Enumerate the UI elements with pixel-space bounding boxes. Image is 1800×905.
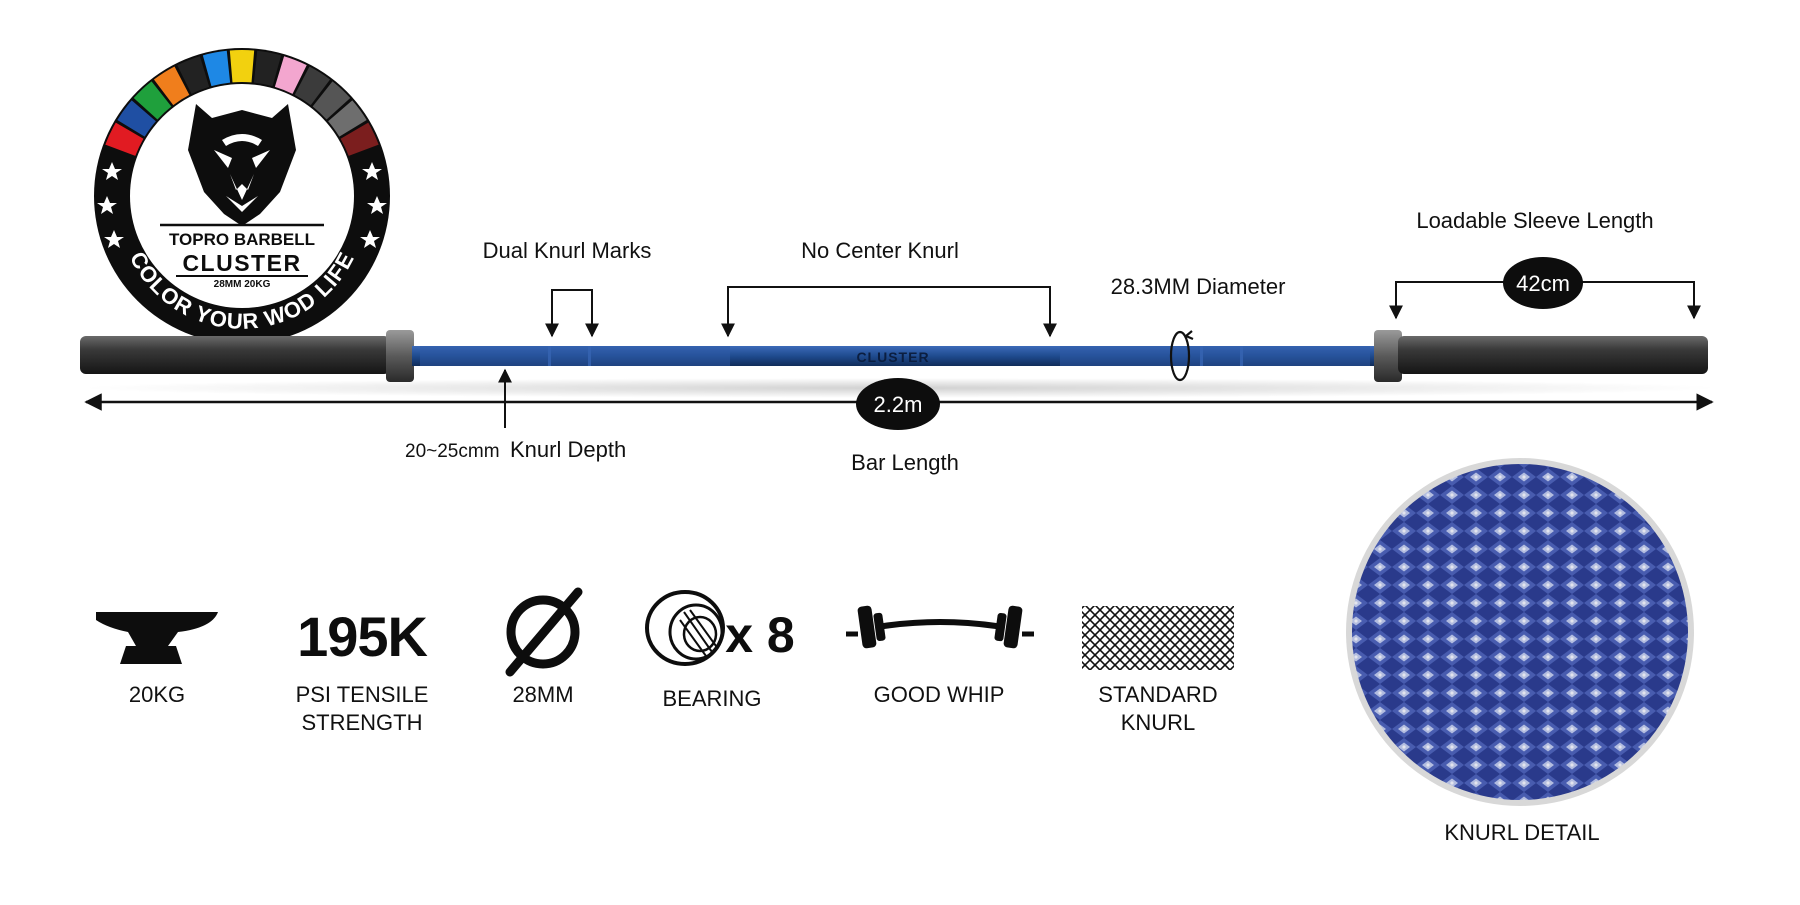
knurl-depth-value: 20~25cmm (405, 441, 500, 462)
badge-color-segment (202, 50, 231, 87)
star-icon (367, 196, 387, 214)
badge-color-segment (133, 81, 172, 120)
diameter-caption: 28MM (512, 682, 573, 707)
spec-diameter: 28MM (505, 587, 583, 707)
badge-stars (97, 162, 387, 248)
dual-knurl-annotation: Dual Knurl Marks (483, 238, 652, 338)
bar-length-label: Bar Length (851, 450, 959, 475)
bar-length-value: 2.2m (874, 392, 923, 417)
shaft-knurl-zones (420, 346, 1370, 366)
anvil-icon (96, 612, 218, 664)
badge-color-segment (274, 56, 307, 94)
badge-model: CLUSTER (182, 250, 301, 276)
barbell-whip-icon (846, 605, 1034, 649)
diameter-label: 28.3MM Diameter (1111, 274, 1286, 299)
badge-color-segments (105, 50, 379, 156)
spec-bearing: x 8 BEARING (645, 590, 795, 711)
bearing-icon (645, 590, 725, 666)
badge-spec: 28MM 20KG (214, 279, 271, 290)
no-center-knurl-label: No Center Knurl (801, 238, 959, 263)
badge-color-segment (105, 122, 144, 156)
rotation-arrow-icon (1169, 330, 1191, 382)
badge-color-segment (294, 66, 331, 106)
sleeve-length-pill (1503, 257, 1583, 309)
whip-caption: GOOD WHIP (874, 682, 1005, 707)
bearing-caption: BEARING (662, 686, 761, 711)
spec-whip: GOOD WHIP (846, 605, 1034, 707)
diameter-icon (505, 587, 583, 677)
shaft-logo: CLUSTER (856, 349, 929, 365)
bearing-multiplier: x 8 (725, 607, 795, 663)
lion-head-icon (188, 104, 296, 226)
star-icon (104, 230, 124, 248)
badge-color-segment (253, 50, 282, 87)
barbell: CLUSTER (80, 330, 1720, 398)
badge-color-segment (177, 56, 210, 94)
bar-length-annotation: 2.2m Bar Length (84, 378, 1714, 475)
badge-color-segment (117, 100, 156, 137)
knurl-caption-line1: STANDARD (1098, 682, 1217, 707)
diameter-annotation: 28.3MM Diameter (1111, 274, 1286, 382)
brand-badge: TOPRO BARBELL CLUSTER 28MM 20KG COLOR YO… (94, 48, 390, 344)
star-icon (362, 162, 382, 180)
sleeve-length-value: 42cm (1516, 271, 1570, 296)
knurl-pattern-icon (1082, 606, 1234, 670)
right-sleeve (1398, 336, 1708, 374)
dual-knurl-label: Dual Knurl Marks (483, 238, 652, 263)
star-icon (360, 230, 380, 248)
left-collar (386, 330, 414, 382)
badge-color-segment (312, 81, 351, 120)
knurl-detail: KNURL DETAIL (1346, 458, 1694, 845)
detail-texture (1352, 464, 1688, 800)
left-sleeve (80, 336, 390, 374)
badge-color-segment (229, 50, 255, 83)
sleeve-length-label: Loadable Sleeve Length (1416, 208, 1653, 233)
tensile-value: 195K (297, 605, 427, 668)
right-collar (1374, 330, 1402, 382)
knurl-depth-label: Knurl Depth (510, 437, 626, 462)
no-center-knurl-annotation: No Center Knurl (721, 238, 1057, 338)
knurl-depth-annotation: 20~25cmm Knurl Depth (405, 368, 626, 462)
spec-knurl: STANDARD KNURL (1082, 606, 1234, 735)
spec-tensile: 195K PSI TENSILE STRENGTH (296, 605, 429, 735)
star-icon (102, 162, 122, 180)
badge-color-segment (328, 100, 367, 137)
spec-weight: 20KG (96, 612, 218, 707)
badge-color-segment (153, 66, 190, 106)
bar-length-pill (856, 378, 940, 430)
detail-caption: KNURL DETAIL (1444, 820, 1599, 845)
badge-brand: TOPRO BARBELL (169, 230, 315, 249)
star-icon (97, 196, 117, 214)
weight-caption: 20KG (129, 682, 185, 707)
badge-color-segment (340, 122, 379, 156)
tensile-caption-line2: STRENGTH (302, 710, 423, 735)
sleeve-length-annotation: Loadable Sleeve Length 42cm (1389, 208, 1701, 320)
tensile-caption-line1: PSI TENSILE (296, 682, 429, 707)
knurl-caption-line2: KNURL (1121, 710, 1196, 735)
